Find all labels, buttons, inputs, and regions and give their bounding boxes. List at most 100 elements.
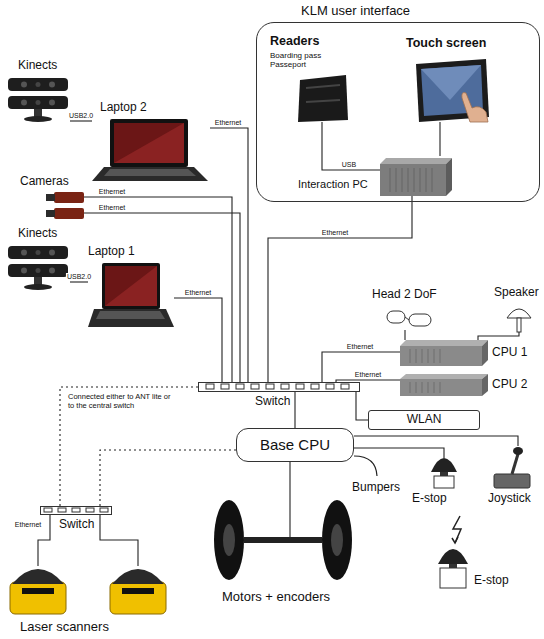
kinect-icon: [49, 268, 55, 274]
kinect-icon: [8, 246, 68, 290]
laptop: Laptop 1: [88, 262, 174, 328]
edge-label: Ethernet: [346, 343, 374, 351]
wireless-estop-icon: [438, 549, 468, 564]
speaker-icon: [507, 309, 531, 332]
label-holder: Laptop 2: [100, 101, 147, 115]
touch-screen-icon: [416, 59, 489, 122]
network-switch: Switch: [40, 506, 112, 515]
connector-line: [356, 392, 368, 420]
kinect-icon: [24, 284, 52, 290]
node-label: Interaction PC: [298, 178, 368, 191]
label-holder: Ethernet: [214, 119, 242, 127]
edge-label: Ethernet: [321, 229, 349, 237]
connector-line: [322, 122, 380, 170]
label-holder: Ethernet: [346, 343, 374, 351]
label-holder: USB2.0: [68, 112, 94, 120]
pc-icon: [380, 164, 446, 196]
label-holder: E-stop: [412, 492, 447, 506]
cpu-icon: [400, 374, 488, 379]
edge-label: USB2.0: [68, 112, 94, 120]
laser-scanner-icon: [112, 569, 164, 584]
estop-icon: [434, 476, 454, 488]
switch-port: [341, 384, 349, 389]
edge-label: USB2.0: [66, 273, 92, 281]
node-label: Base CPU: [260, 436, 330, 453]
pc-icon: [390, 168, 432, 192]
kinect-icon: [36, 268, 41, 273]
label-holder: Ethernet: [354, 371, 382, 379]
node-label: Boarding pass Passeport: [270, 51, 332, 69]
speaker-icon: [507, 309, 531, 318]
joystick-icon: [513, 447, 523, 455]
label-holder: Touch screen: [406, 36, 486, 50]
node-label: Laptop 1: [88, 245, 135, 259]
wheel-icon: [322, 500, 352, 580]
kinect-pair: Kinects: [6, 244, 70, 290]
label-holder: Head 2 DoF: [372, 288, 437, 302]
switch-port: [58, 508, 66, 512]
switch-port: [296, 384, 304, 389]
laptop-icon: [104, 169, 196, 176]
label-holder: Motors + encoders: [222, 590, 330, 605]
connector-line: [60, 387, 198, 506]
cpu-icon: [400, 379, 482, 396]
node-label: KLM user interface: [301, 4, 410, 19]
kinect-icon: [8, 78, 68, 91]
touch-screen-icon: [421, 65, 481, 100]
label-holder: Cameras: [20, 175, 69, 189]
head-actuator-icon: [405, 317, 409, 320]
switch-port: [251, 384, 259, 389]
switch-port: [221, 384, 229, 389]
laser-scanner-icon: [10, 569, 166, 614]
speaker-icon: [517, 318, 521, 332]
camera-icon: [46, 192, 84, 219]
head-actuator-icon: [387, 311, 431, 326]
connector-line: [100, 450, 236, 506]
switch-port: [266, 384, 274, 389]
camera-icon: [46, 210, 55, 217]
head-actuator-icon: [387, 311, 405, 323]
edge-label: USB: [341, 161, 357, 169]
camera-pair: Cameras: [44, 192, 84, 220]
switch-port: [206, 384, 214, 389]
switch-port: [44, 508, 52, 512]
estop-icon: [431, 458, 457, 472]
label-holder: Ethernet: [184, 289, 212, 297]
camera-icon: [46, 194, 55, 201]
connector-line: [478, 332, 519, 340]
wireless-estop-icon: [440, 568, 466, 588]
node-label: Kinects: [18, 227, 57, 241]
label-holder: USB: [341, 161, 357, 169]
laptop-icon: [96, 311, 165, 319]
label-holder: Readers: [270, 34, 319, 48]
switch-port: [86, 508, 94, 512]
kinect-icon: [34, 109, 42, 117]
cpu-icon: [400, 346, 482, 366]
touch-screen-icon: [462, 93, 488, 122]
node-label: Joystick: [488, 492, 531, 506]
connector-line: [174, 298, 222, 382]
wheel-icon: [214, 500, 244, 580]
label-holder: Laser scanners: [20, 620, 109, 635]
label-holder: Switch: [59, 518, 94, 532]
switch-port: [281, 384, 289, 389]
node-label: Speaker: [494, 286, 539, 300]
node-label: Kinects: [18, 59, 57, 73]
wireless-estop-icon: [449, 564, 457, 568]
label-holder: Ethernet: [14, 521, 42, 529]
kinect-icon: [36, 250, 41, 255]
wheel-icon: [223, 524, 235, 556]
connector-line: [70, 281, 88, 282]
node-label: CPU 1: [492, 346, 527, 360]
pc-icon: [380, 158, 452, 164]
label-holder: Ethernet: [98, 188, 126, 196]
label-holder: CPU 2: [492, 378, 527, 392]
kinect-pair: Kinects: [6, 76, 70, 124]
cpu-icon: [400, 374, 488, 396]
kinect-icon: [8, 264, 68, 277]
wheel-icon: [214, 500, 352, 580]
drive-axle: Motors + encoders: [244, 537, 322, 543]
edge-label: Ethernet: [184, 289, 212, 297]
